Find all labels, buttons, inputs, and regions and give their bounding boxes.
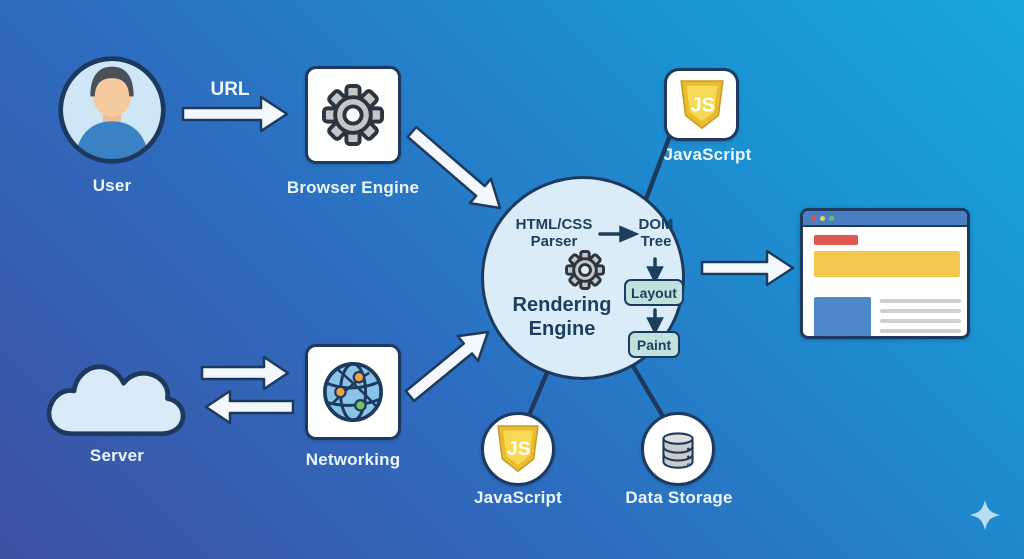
window-titlebar	[803, 211, 967, 227]
javascript-icon: JS	[497, 425, 539, 473]
browser-to-renderer-arrow	[406, 125, 502, 210]
user-avatar-icon	[58, 56, 166, 164]
renderer-flow-arrows	[598, 225, 664, 335]
browser-engine-node[interactable]	[305, 66, 401, 164]
data-storage-label: Data Storage	[625, 488, 733, 507]
page-banner-block	[814, 251, 960, 277]
user-label: User	[92, 176, 132, 195]
gear-icon	[321, 83, 385, 147]
window-page-content	[803, 227, 967, 336]
networking-node[interactable]	[305, 344, 401, 440]
page-text-lines	[880, 299, 961, 336]
window-close-icon[interactable]	[811, 215, 816, 221]
renderer-gear-icon	[565, 250, 605, 290]
networking-to-server-arrow	[204, 389, 295, 425]
javascript-top-label: JavaScript	[663, 145, 752, 164]
browser-engine-label: Browser Engine	[286, 178, 420, 197]
network-globe-icon	[323, 362, 383, 422]
server-label: Server	[89, 446, 145, 465]
paint-stage-box: Paint	[628, 331, 680, 358]
server-to-networking-arrow	[200, 355, 290, 391]
html-css-parser-label: HTML/CSS Parser	[515, 216, 593, 251]
window-maximize-icon[interactable]	[829, 215, 834, 221]
javascript-top-node[interactable]: JS	[664, 68, 739, 141]
renderer-to-window-arrow	[700, 249, 795, 287]
svg-text:JS: JS	[690, 94, 714, 116]
url-edge-label: URL	[210, 79, 250, 100]
svg-text:JS: JS	[507, 439, 531, 460]
rendering-engine-node[interactable]: HTML/CSS Parser DOM Tree Layout Paint Re…	[481, 176, 685, 380]
javascript-bottom-label: JavaScript	[474, 488, 562, 507]
user-node[interactable]	[55, 53, 169, 167]
browser-window-node[interactable]	[800, 208, 970, 339]
networking-label: Networking	[305, 450, 401, 469]
database-icon	[662, 432, 694, 469]
data-storage-node[interactable]	[641, 412, 715, 486]
rendering-engine-label: Rendering Engine	[512, 294, 612, 340]
data-storage-connector-line	[630, 363, 667, 421]
sparkle-icon	[970, 500, 1000, 530]
window-minimize-icon[interactable]	[820, 215, 825, 221]
networking-to-renderer-arrow	[404, 330, 490, 403]
layout-stage-box: Layout	[624, 279, 684, 306]
javascript-icon: JS	[679, 79, 724, 129]
javascript-bottom-connector-line	[524, 365, 552, 423]
page-logo-block	[814, 235, 858, 245]
cloud-icon	[46, 364, 186, 437]
page-image-block	[814, 297, 871, 336]
server-node[interactable]	[38, 348, 194, 448]
dom-tree-label: DOM Tree	[638, 216, 674, 251]
javascript-top-connector-line	[642, 127, 675, 205]
javascript-bottom-node[interactable]: JS	[481, 412, 555, 486]
url-arrow	[181, 95, 289, 133]
